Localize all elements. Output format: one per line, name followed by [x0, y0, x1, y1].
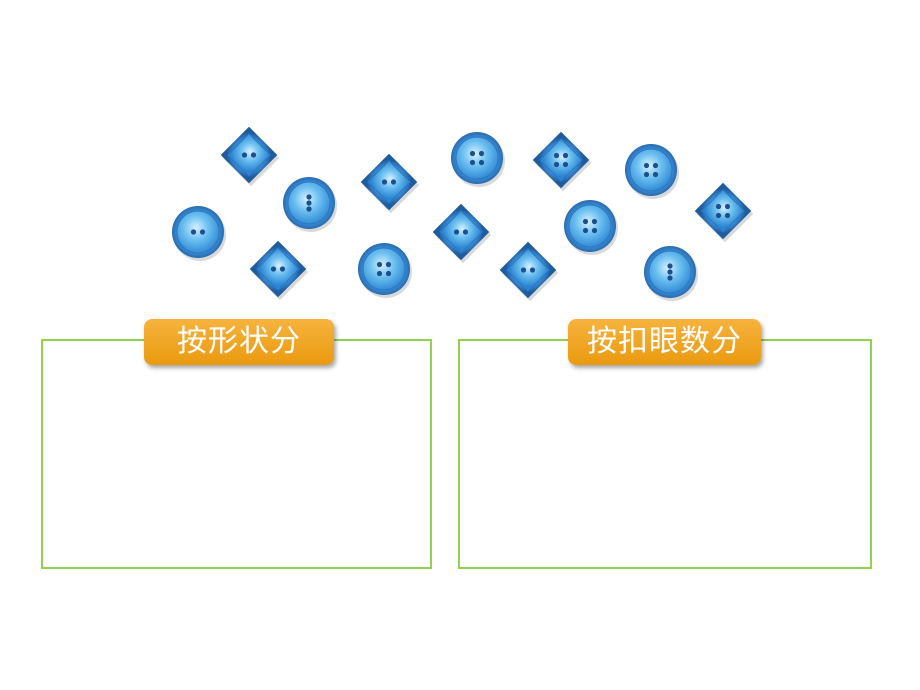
diamond-button-9[interactable]	[432, 203, 492, 264]
round-button-6[interactable]	[283, 177, 337, 232]
buttons-area	[172, 126, 754, 302]
round-button-5[interactable]	[625, 144, 679, 199]
round-button-8[interactable]	[172, 206, 226, 261]
diamond-button-2[interactable]	[360, 153, 420, 214]
round-button-3[interactable]	[451, 132, 505, 187]
diamond-button-11[interactable]	[249, 240, 309, 301]
round-button-14[interactable]	[644, 246, 698, 301]
round-button-10[interactable]	[564, 200, 618, 255]
diamond-button-1[interactable]	[220, 126, 280, 187]
diamond-button-4[interactable]	[532, 131, 592, 192]
diamond-button-7[interactable]	[694, 182, 754, 243]
holes-sort-label: 按扣眼数分	[568, 319, 761, 365]
round-button-12[interactable]	[358, 243, 412, 298]
shape-sort-label: 按形状分	[144, 319, 334, 365]
shape-sort-box[interactable]	[41, 339, 432, 569]
diamond-button-13[interactable]	[499, 241, 559, 302]
holes-sort-box[interactable]	[458, 339, 872, 569]
